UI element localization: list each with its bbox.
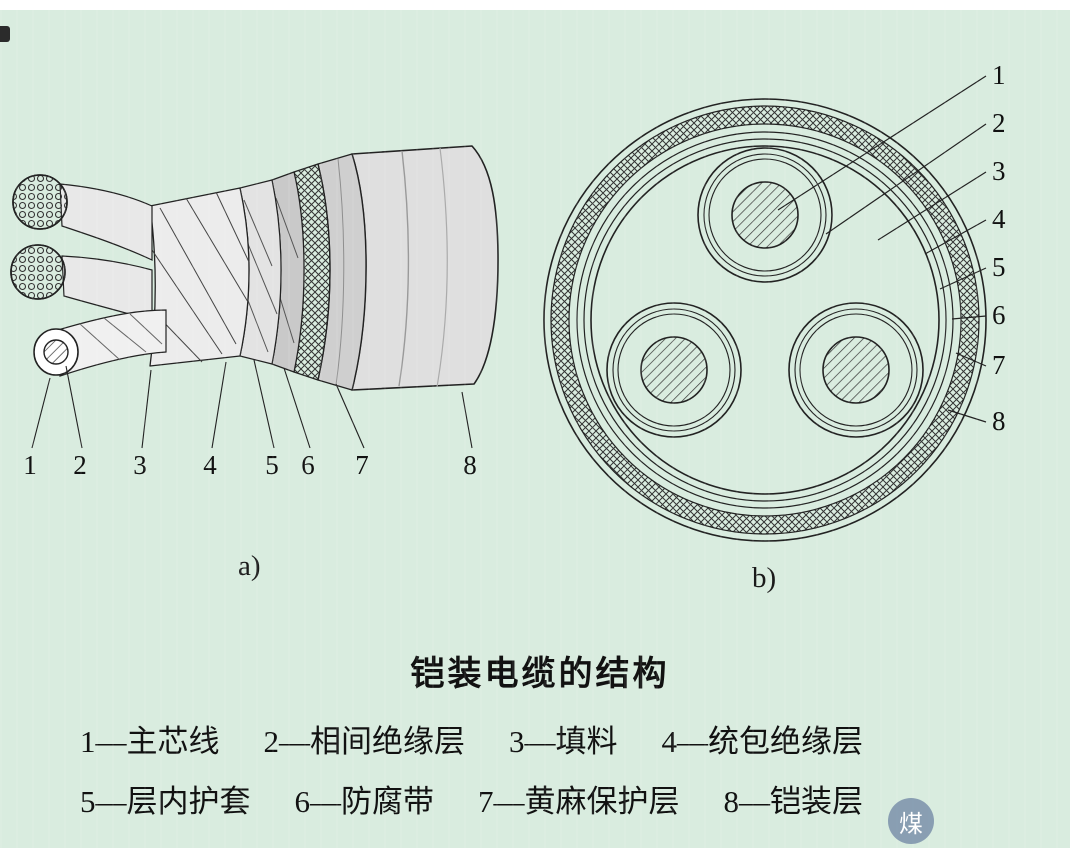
- legend-item: 3—填料: [509, 724, 618, 759]
- scan-artifact-mark: [0, 26, 10, 42]
- scan-edge-bottom: [0, 848, 1080, 864]
- cross-section-rings: [543, 98, 987, 542]
- legend-item: 8—铠装层: [723, 784, 864, 819]
- legend-row-1: 1—主芯线 2—相间绝缘层 3—填料 4—统包绝缘层: [80, 716, 863, 761]
- legend-item: 6—防腐带: [294, 784, 435, 819]
- figure-b-label: 2: [992, 108, 1006, 138]
- figure-b-label: 4: [992, 204, 1006, 234]
- figure-a-label: 6: [301, 450, 315, 480]
- figure-b-leader-lines: [777, 75, 987, 423]
- figure-a-label: 2: [73, 450, 87, 480]
- cross-section-conductors: [606, 147, 924, 438]
- watermark-character: 煤: [899, 811, 923, 838]
- figure-b-caption: b): [752, 562, 777, 594]
- coal-watermark-badge: 煤: [888, 798, 934, 844]
- figure-a-labels: 1 2 3 4 5 6 7 8: [23, 450, 477, 480]
- figure-a-label: 4: [203, 450, 217, 480]
- figure-b-label: 3: [992, 156, 1006, 186]
- figure-a-caption: a): [238, 550, 261, 582]
- diagram-title: 铠装电缆的结构: [410, 656, 670, 693]
- figure-b-label: 7: [992, 350, 1006, 380]
- figure-a-cutaway: 1 2 3 4 5 6 7 8: [10, 145, 499, 480]
- legend-item: 5—层内护套: [80, 784, 251, 819]
- figure-a-label: 5: [265, 450, 279, 480]
- scan-edge-right: [1070, 0, 1080, 864]
- figure-b-label: 1: [992, 60, 1006, 90]
- scanned-page-background: 1 2 3 4 5 6 7 8: [0, 10, 1070, 848]
- figure-b-label: 5: [992, 252, 1006, 282]
- figure-b-labels: 1 2 3 4 5 6 7 8: [992, 60, 1006, 436]
- legend-item: 1—主芯线: [80, 724, 220, 759]
- figure-b-cross-section: 1 2 3 4 5 6 7 8: [543, 60, 1006, 542]
- legend-row-2: 5—层内护套 6—防腐带 7—黄麻保护层 8—铠装层: [80, 776, 863, 821]
- figure-a-label: 3: [133, 450, 147, 480]
- figure-b-label: 8: [992, 406, 1006, 436]
- legend-item: 2—相间绝缘层: [263, 724, 466, 759]
- figure-a-label: 1: [23, 450, 37, 480]
- figure-a-leader-lines: [31, 359, 473, 449]
- figure-b-label: 6: [992, 300, 1006, 330]
- cable-cores: [10, 174, 167, 377]
- scan-edge-top: [0, 0, 1080, 10]
- figure-a-label: 8: [463, 450, 477, 480]
- legend-item: 7—黄麻保护层: [478, 784, 680, 819]
- cable-body-layers: [149, 145, 499, 391]
- figure-a-label: 7: [355, 450, 369, 480]
- legend-item: 4—统包绝缘层: [661, 724, 864, 759]
